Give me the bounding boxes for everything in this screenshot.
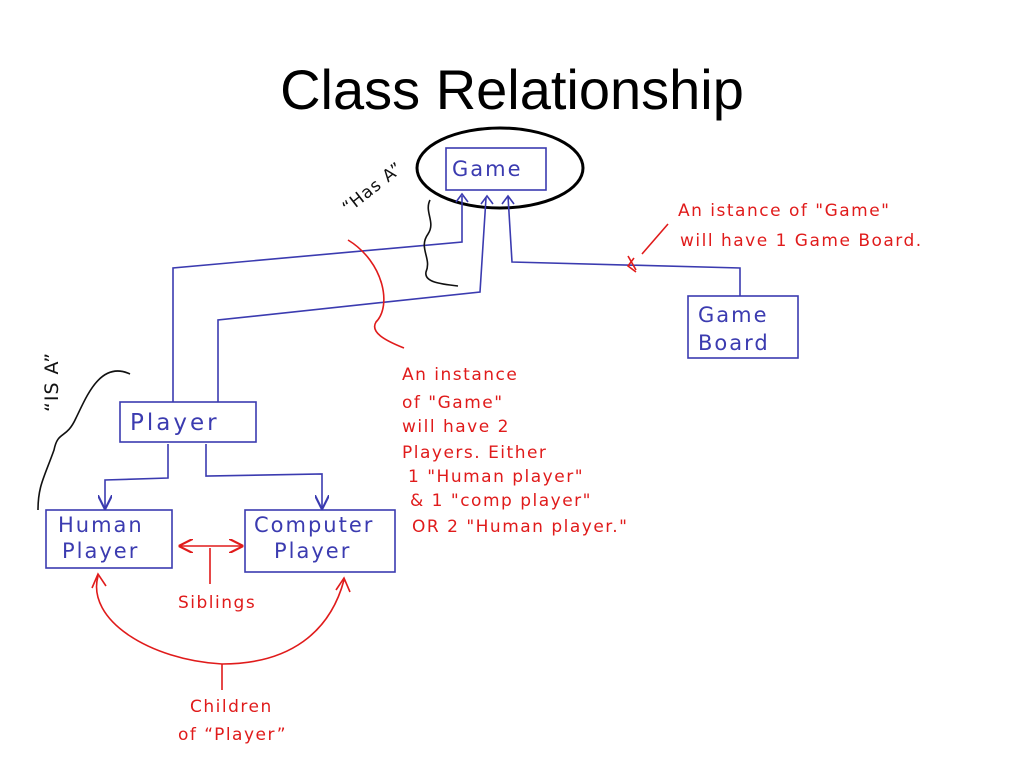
game-board-note-line-2: will have 1 Game Board.	[680, 231, 923, 251]
children-label-line-2: of “Player”	[178, 725, 287, 745]
computer-player-label-line2: Player	[274, 539, 351, 563]
player-box	[119, 401, 257, 443]
siblings-relation: Siblings	[178, 546, 256, 613]
game-highlight-circle	[415, 126, 585, 210]
slide-title: Class Relationship	[280, 58, 744, 121]
player-computer-inheritance	[205, 444, 322, 508]
human-player-class: Human Player	[45, 509, 173, 569]
game-board-note-tick	[627, 255, 637, 271]
game-gameboard-association	[501, 194, 741, 296]
player-class: Player	[119, 401, 257, 443]
human-player-box	[45, 509, 173, 569]
children-label-line-1: Children	[190, 697, 273, 717]
is-a-relation: “IS A”	[37, 352, 131, 511]
game-board-class: Game Board	[687, 295, 799, 359]
children-relation: Children of “Player”	[91, 572, 351, 745]
game-board-label-line2: Board	[698, 331, 770, 355]
game-label: Game	[452, 157, 523, 181]
siblings-label: Siblings	[178, 593, 256, 613]
game-player-association-1	[172, 192, 469, 402]
game-box	[445, 147, 547, 191]
game-player-association-2	[217, 194, 494, 402]
players-note-line-3: will have 2	[402, 417, 510, 437]
computer-player-label-line1: Computer	[254, 513, 374, 537]
players-note-line-4: Players. Either	[402, 443, 547, 463]
children-arrow-right	[335, 576, 351, 593]
game-board-note-pointer	[626, 223, 669, 273]
has-a-relation: “Has A”	[339, 158, 459, 287]
players-note-brace	[347, 239, 405, 349]
game-board-note-line-1: An istance of "Game"	[678, 201, 891, 221]
human-player-label-line2: Player	[62, 539, 139, 563]
game-board-note: An istance of "Game" will have 1 Game Bo…	[626, 201, 923, 273]
players-note-line-6: & 1 "comp player"	[410, 491, 592, 511]
human-player-label-line1: Human	[58, 513, 144, 537]
computer-player-box	[244, 509, 396, 573]
players-note-line-1: An instance	[402, 365, 518, 385]
has-a-brace	[423, 199, 459, 287]
game-board-box	[687, 295, 799, 359]
player-label: Player	[130, 410, 220, 436]
players-note-line-7: OR 2 "Human player."	[412, 517, 628, 537]
game-board-label-line1: Game	[698, 303, 769, 327]
is-a-label: “IS A”	[41, 352, 63, 412]
game-class: Game	[415, 126, 585, 210]
children-arrow-left	[91, 572, 107, 589]
is-a-curve	[37, 370, 131, 511]
players-note: An instance of "Game" will have 2 Player…	[347, 239, 628, 537]
has-a-label: “Has A”	[339, 158, 407, 218]
children-arc	[95, 575, 345, 665]
players-note-line-5: 1 "Human player"	[408, 467, 584, 487]
player-human-inheritance	[105, 444, 169, 508]
computer-player-class: Computer Player	[244, 509, 396, 573]
players-note-line-2: of "Game"	[402, 393, 504, 413]
